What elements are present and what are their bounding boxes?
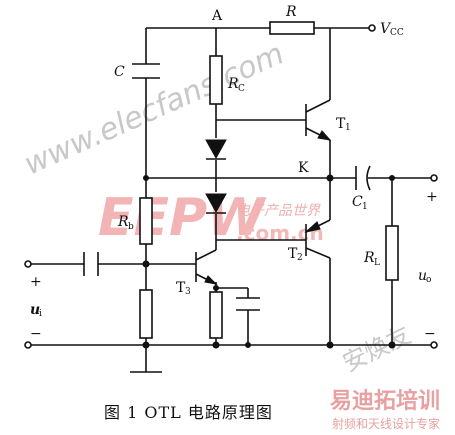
label-r-main: R [285, 4, 297, 20]
label-t2-main: T [288, 246, 298, 262]
label-node-a: A [211, 8, 223, 24]
watermark-eepw-cn: 电子产品世界 [236, 203, 321, 219]
watermark-eepw-url: .com.cn [236, 221, 324, 245]
resistor-emitter [209, 291, 223, 339]
vcc-terminal [368, 24, 376, 32]
label-uo-main: u [418, 268, 427, 284]
label-minus-out: − [424, 326, 436, 342]
watermark-elecfans: www.elecfans.com [19, 36, 289, 182]
label-t1-main: T [336, 116, 346, 132]
label-node-k: K [298, 160, 309, 176]
watermark-site-big: 易迪拓培训 [330, 388, 440, 414]
label-rl-main: R [363, 250, 375, 266]
label-rl-sub: L [374, 258, 380, 268]
output-terminal-bottom [430, 341, 438, 349]
resistor-rb [139, 197, 153, 245]
output-terminal-top [430, 174, 438, 182]
label-c1-main: C [352, 194, 363, 210]
label-ui-main: u [30, 302, 40, 318]
capacitor-c1 [355, 165, 371, 191]
label-t3-sub: 3 [185, 287, 191, 297]
figure-caption: 图 1 OTL 电路原理图 [104, 403, 273, 422]
watermark-site-small: 射频和天线设计专家 [332, 416, 440, 431]
label-rc-sub: C [238, 84, 245, 94]
resistor-rl [385, 225, 399, 281]
label-vcc-main: V [380, 21, 392, 37]
watermark-eepw: EEPW [98, 188, 267, 248]
capacitor-c [132, 63, 160, 79]
label-c-main: C [114, 64, 125, 80]
label-plus-in: + [30, 274, 42, 290]
label-t3-main: T [176, 280, 186, 296]
input-terminal-top [24, 260, 32, 268]
resistor-r [269, 21, 315, 35]
input-terminal-bottom [24, 341, 32, 349]
label-rb-sub: b [128, 222, 134, 232]
label-ui-sub: i [39, 309, 42, 319]
label-vcc-sub: CC [390, 28, 404, 38]
transistor-t1 [305, 99, 332, 141]
junctions [142, 174, 396, 349]
label-minus-in: − [30, 326, 42, 342]
diode-lower [205, 193, 227, 214]
capacitor-bypass [236, 297, 260, 311]
watermarks: www.elecfans.com EEPW 电子产品世界 .com.cn 安焕友… [19, 36, 440, 431]
capacitor-input [83, 252, 99, 276]
label-t1-sub: 1 [345, 123, 351, 133]
label-c1-sub: 1 [362, 202, 368, 212]
transistor-t3 [195, 249, 218, 285]
resistor-bias-lower [139, 289, 153, 339]
label-rb-main: R [117, 214, 129, 230]
resistor-rc [209, 55, 223, 105]
watermark-author: 安焕友 [338, 321, 415, 378]
label-uo-sub: o [426, 275, 431, 285]
wires [30, 27, 432, 373]
label-rc-main: R [227, 76, 239, 92]
diode-upper [205, 139, 227, 160]
label-t2-sub: 2 [297, 253, 303, 263]
transistor-t2 [304, 219, 331, 259]
label-plus-out: + [426, 189, 438, 205]
